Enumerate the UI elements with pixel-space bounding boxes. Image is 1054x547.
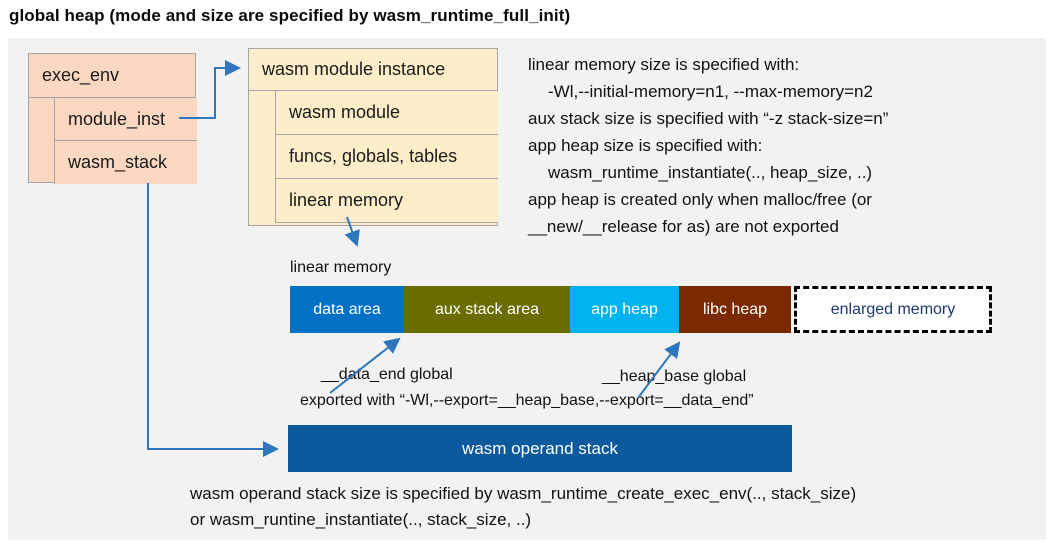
module-instance-row-funcs-globals-tables: funcs, globals, tables [275, 135, 498, 179]
exec-env-row-module-inst: module_inst [54, 98, 197, 141]
note-line: __new/__release for as) are not exported [528, 217, 839, 236]
memory-segment-app-heap: app heap [570, 286, 679, 333]
module-instance-title: wasm module instance [249, 49, 497, 91]
module-instance-row-linear-memory: linear memory [275, 179, 498, 223]
annotation-data-end-global: __data_end global [321, 366, 453, 383]
notes-right: linear memory size is specified with: -W… [528, 51, 1040, 240]
operand-stack-bar: wasm operand stack [288, 425, 792, 472]
memory-segment-aux-stack-area: aux stack area [404, 286, 570, 333]
module-instance-box: wasm module instance wasm module funcs, … [248, 48, 498, 226]
note-line: app heap is created only when malloc/fre… [528, 190, 872, 209]
caption-line: or wasm_runtine_instantiate(.., stack_si… [190, 510, 532, 529]
linear-memory-label: linear memory [290, 259, 392, 276]
operand-stack-caption: wasm operand stack size is specified by … [190, 481, 1040, 533]
diagram-canvas: exec_env module_inst wasm_stack wasm mod… [8, 38, 1046, 540]
caption-line: wasm operand stack size is specified by … [190, 484, 857, 503]
memory-segment-data-area: data area [290, 286, 404, 333]
enlarged-memory-box: enlarged memory [794, 286, 992, 333]
exec-env-row-wasm-stack: wasm_stack [54, 141, 197, 184]
note-line: aux stack size is specified with “-z sta… [528, 109, 889, 128]
linear-memory-bar: data area aux stack area app heap libc h… [290, 286, 791, 333]
annotation-heap-base-global: __heap_base global [602, 368, 747, 385]
memory-segment-libc-heap: libc heap [679, 286, 791, 333]
note-line: linear memory size is specified with: [528, 55, 800, 74]
page-title: global heap (mode and size are specified… [9, 6, 571, 25]
note-line: wasm_runtime_instantiate(.., heap_size, … [548, 163, 873, 182]
module-instance-row-wasm-module: wasm module [275, 91, 498, 135]
note-line: -Wl,--initial-memory=n1, --max-memory=n2 [548, 82, 873, 101]
annotation-exported-with: exported with “-Wl,--export=__heap_base,… [300, 392, 754, 409]
note-line: app heap size is specified with: [528, 136, 763, 155]
exec-env-title: exec_env [29, 54, 195, 98]
exec-env-box: exec_env module_inst wasm_stack [28, 53, 197, 184]
